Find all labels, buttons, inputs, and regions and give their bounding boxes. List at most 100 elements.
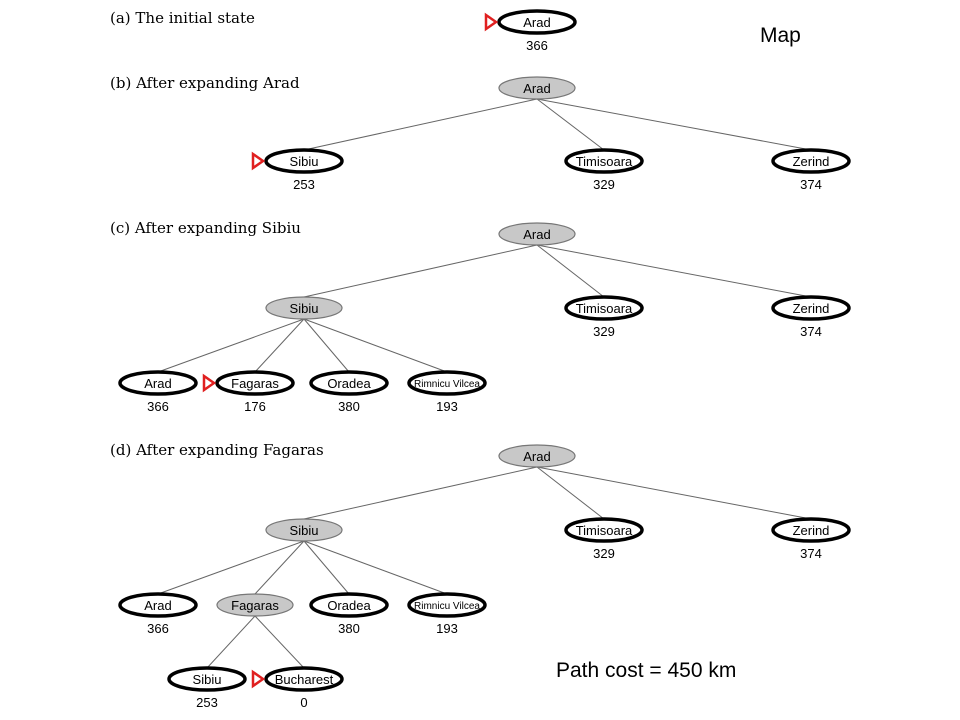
frontier-node-ellipse (118, 370, 198, 396)
node-label: Fagaras (231, 376, 279, 391)
tree-node-timisoara: Timisoara 329 (564, 295, 644, 339)
node-label: Oradea (327, 376, 371, 391)
frontier-node-ellipse (309, 592, 389, 618)
tree-node-sibiu: Sibiu (265, 518, 343, 542)
node-label: Arad (144, 598, 171, 613)
panel-c-caption: (c) After expanding Sibiu (110, 219, 301, 237)
tree-edge (303, 540, 350, 595)
tree-node-fagaras: Fagaras (216, 593, 294, 617)
tree-node-sibiu: Sibiu (265, 296, 343, 320)
heuristic-value: 176 (244, 399, 266, 414)
tree-edge (303, 466, 538, 520)
tree-edge (303, 318, 448, 373)
expanded-node-ellipse (498, 444, 576, 468)
tree-node-arad: Arad (498, 222, 576, 246)
tree-edge (536, 466, 812, 520)
node-label: Sibiu (290, 154, 319, 169)
heuristic-value: 253 (293, 177, 315, 192)
frontier-node-ellipse (564, 295, 644, 321)
expanded-node-ellipse (265, 296, 343, 320)
tree-node-oradea: Oradea 380 (309, 592, 389, 636)
expanded-node-ellipse (498, 76, 576, 100)
node-label: Sibiu (290, 301, 319, 316)
tree-edge (536, 466, 605, 520)
tree-edge (254, 540, 305, 595)
frontier-node-ellipse (497, 9, 577, 35)
node-label: Arad (523, 81, 550, 96)
node-label: Arad (523, 449, 550, 464)
tree-edge (254, 615, 305, 669)
frontier-node-ellipse (771, 517, 851, 543)
frontier-node-ellipse (771, 295, 851, 321)
tree-node-arad: Arad (498, 444, 576, 468)
current-node-marker-icon (484, 12, 499, 32)
tree-node-bucharest: Bucharest 0 (251, 666, 344, 710)
node-label: Zerind (793, 154, 830, 169)
tree-node-sibiu: Sibiu 253 (251, 148, 344, 192)
tree-edge (536, 244, 605, 298)
tree-node-arad: Arad (498, 76, 576, 100)
node-label: Rimnicu Vilcea (414, 601, 480, 612)
heuristic-value: 366 (147, 621, 169, 636)
panel-b-caption: (b) After expanding Arad (110, 74, 300, 92)
heuristic-value: 374 (800, 324, 822, 339)
node-label: Arad (523, 15, 550, 30)
node-label: Zerind (793, 301, 830, 316)
expanded-node-ellipse (216, 593, 294, 617)
frontier-node-ellipse (407, 370, 487, 396)
tree-edge (303, 244, 538, 298)
tree-edge (303, 540, 448, 595)
current-node-marker-icon (202, 373, 217, 393)
expanded-node-ellipse (498, 222, 576, 246)
heuristic-value: 0 (300, 695, 307, 710)
node-label: Bucharest (275, 672, 334, 687)
heuristic-value: 374 (800, 177, 822, 192)
frontier-node-ellipse (264, 666, 344, 692)
frontier-node-ellipse (167, 666, 247, 692)
tree-edges (157, 98, 812, 669)
tree-edge (206, 615, 256, 669)
frontier-node-ellipse (771, 148, 851, 174)
heuristic-value: 329 (593, 177, 615, 192)
tree-node-arad: Arad 366 (118, 370, 198, 414)
panel-d-caption: (d) After expanding Fagaras (110, 441, 324, 459)
heuristic-value: 193 (436, 621, 458, 636)
node-label: Arad (144, 376, 171, 391)
node-label: Timisoara (576, 301, 633, 316)
node-label: Timisoara (576, 523, 633, 538)
frontier-node-ellipse (118, 592, 198, 618)
heuristic-value: 329 (593, 324, 615, 339)
panel-a-caption: (a) The initial state (110, 9, 255, 27)
heuristic-value: 380 (338, 621, 360, 636)
tree-nodes: Arad366AradSibiu253Timisoara329Zerind374… (118, 9, 851, 710)
frontier-node-ellipse (407, 592, 487, 618)
tree-node-rimnicu-vilcea: Rimnicu Vilcea 193 (407, 592, 487, 636)
map-label: Map (760, 24, 801, 47)
heuristic-value: 380 (338, 399, 360, 414)
tree-edge (536, 98, 605, 151)
tree-node-rimnicu-vilcea: Rimnicu Vilcea 193 (407, 370, 487, 414)
frontier-node-ellipse (564, 517, 644, 543)
frontier-node-ellipse (309, 370, 389, 396)
tree-edge (157, 540, 305, 595)
tree-node-zerind: Zerind 374 (771, 148, 851, 192)
node-label: Rimnicu Vilcea (414, 379, 480, 390)
heuristic-value: 366 (147, 399, 169, 414)
tree-edge (303, 98, 538, 151)
tree-edge (303, 318, 350, 373)
tree-node-oradea: Oradea 380 (309, 370, 389, 414)
node-label: Arad (523, 227, 550, 242)
node-label: Oradea (327, 598, 371, 613)
tree-edge (536, 244, 812, 298)
heuristic-value: 193 (436, 399, 458, 414)
frontier-node-ellipse (564, 148, 644, 174)
heuristic-value: 329 (593, 546, 615, 561)
tree-edge (536, 98, 812, 151)
node-label: Sibiu (290, 523, 319, 538)
tree-node-zerind: Zerind 374 (771, 295, 851, 339)
frontier-node-ellipse (215, 370, 295, 396)
current-node-marker-icon (251, 151, 266, 171)
